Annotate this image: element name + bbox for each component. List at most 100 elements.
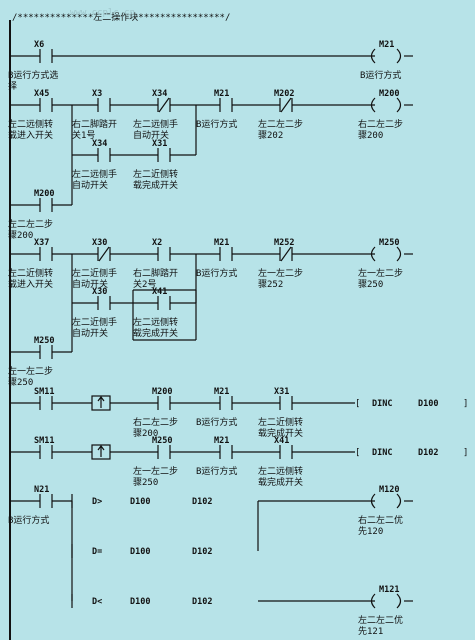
device-comment: 左二左二优 <box>358 614 403 626</box>
compare-src1: D100 <box>130 547 150 557</box>
device-comment: 自动开关 <box>72 179 108 191</box>
coil-arc <box>396 97 402 113</box>
device-comment: 骤200 <box>133 428 158 439</box>
device-comment: 左二远侧手 <box>133 118 178 130</box>
bracket: ] <box>463 448 468 458</box>
device-address: M252 <box>274 238 294 248</box>
device-address: X45 <box>34 89 49 99</box>
pulse-58 <box>91 395 111 411</box>
device-address: M200 <box>152 387 172 397</box>
compare-op: D= <box>92 547 102 557</box>
device-address: N21 <box>34 485 49 495</box>
device-comment: 左二近侧转 <box>133 168 178 180</box>
device-comment: 左一左二步 <box>8 365 53 377</box>
device-address: M200 <box>379 89 399 99</box>
instruction-op: DINC <box>372 448 392 458</box>
pulse-arrow <box>97 396 105 402</box>
device-comment: 骤250 <box>8 377 33 388</box>
watermark: www.ccplc.cn <box>70 8 135 18</box>
device-comment: 右二脚踏开 <box>133 267 178 279</box>
contact-slash <box>98 246 110 262</box>
device-comment: B运行方式 <box>8 514 49 526</box>
device-address: X34 <box>152 89 167 99</box>
device-comment: 择 <box>8 80 17 92</box>
device-comment: 左二远侧转 <box>258 465 303 477</box>
coil-arc <box>396 593 402 609</box>
coil-arc <box>396 246 402 262</box>
device-comment: 关2号 <box>133 278 156 290</box>
device-comment: 右二左二步 <box>358 118 403 130</box>
device-address: M21 <box>379 40 394 50</box>
device-comment: B运行方式 <box>196 465 237 477</box>
coil-arc <box>370 593 376 609</box>
compare-src2: D102 <box>192 597 212 607</box>
device-comment: 载完成开关 <box>133 327 178 339</box>
device-comment: 骤252 <box>258 279 283 290</box>
device-address: X31 <box>152 139 167 149</box>
bracket: [ <box>355 399 360 409</box>
coil-arc <box>370 493 376 509</box>
device-address: X37 <box>34 238 49 248</box>
device-comment: 左二近侧转 <box>258 416 303 428</box>
device-comment: B运行方式 <box>196 416 237 428</box>
coil-arc <box>370 48 376 64</box>
device-address: M250 <box>379 238 399 248</box>
device-address: M200 <box>34 189 54 199</box>
device-address: X3 <box>92 89 102 99</box>
device-comment: 关1号 <box>72 129 95 141</box>
contact-slash <box>158 97 170 113</box>
device-comment: 自动开关 <box>133 129 169 141</box>
device-address: M21 <box>214 387 229 397</box>
pulse-70 <box>91 444 111 460</box>
device-comment: 右二左二优 <box>358 514 403 526</box>
device-comment: 骤250 <box>358 279 383 290</box>
device-address: M250 <box>152 436 172 446</box>
device-address: M120 <box>379 485 399 495</box>
device-address: X6 <box>34 40 44 50</box>
device-comment: 载完成开关 <box>133 179 178 191</box>
contact-slash <box>280 97 292 113</box>
device-comment: 自动开关 <box>72 327 108 339</box>
device-comment: 左一左二步 <box>358 267 403 279</box>
contact-slash <box>280 246 292 262</box>
device-address: X31 <box>274 387 289 397</box>
block-header: /**************左二操作块****************/ <box>12 11 230 23</box>
device-comment: B运行方式选 <box>8 69 58 81</box>
device-address: M250 <box>34 336 54 346</box>
instruction-op: DINC <box>372 399 392 409</box>
device-address: M21 <box>214 89 229 99</box>
device-comment: 左二远侧手 <box>72 168 117 180</box>
device-comment: 左一左二步 <box>133 465 178 477</box>
device-comment: 左二左二步 <box>8 218 53 230</box>
device-comment: 先120 <box>358 525 383 537</box>
device-comment: 载完成开关 <box>258 476 303 488</box>
device-comment: 左二近侧转 <box>8 267 53 279</box>
coil-arc <box>396 48 402 64</box>
device-address: SM11 <box>34 436 54 446</box>
